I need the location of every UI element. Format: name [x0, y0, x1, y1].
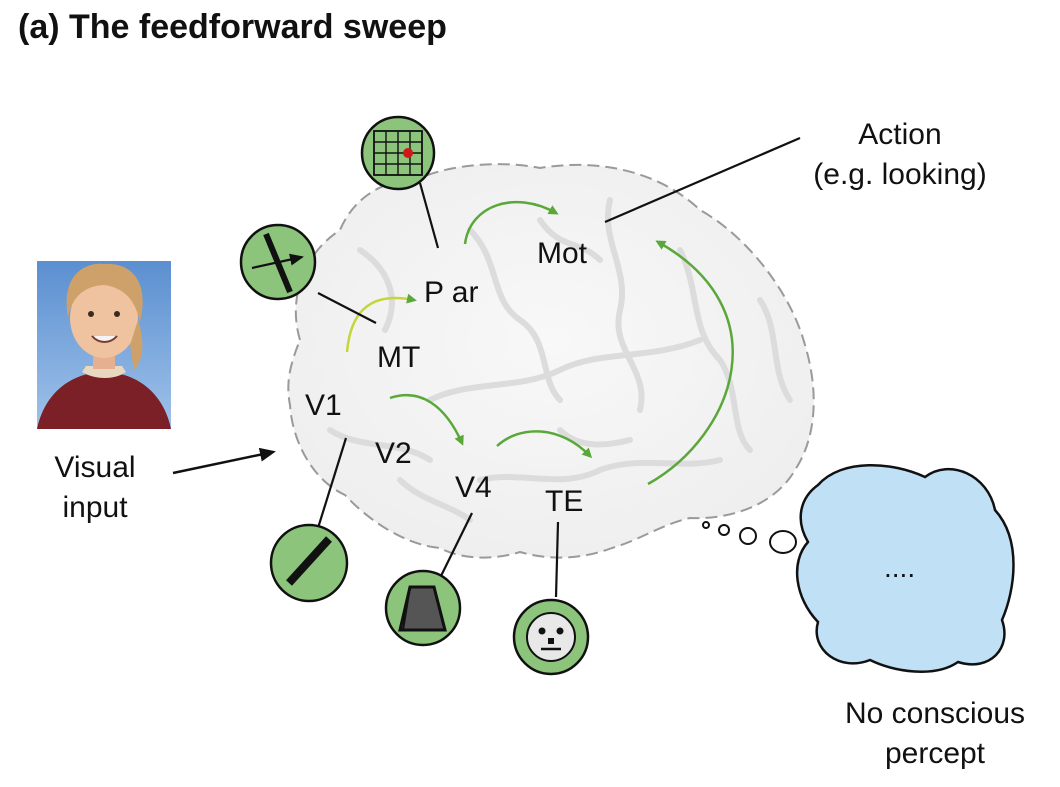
percept-dots: .... [884, 552, 916, 583]
brain-folds [327, 197, 793, 523]
arrow-v1-to-v4 [389, 393, 464, 446]
visual-input-arrow [172, 447, 276, 475]
label-mt: MT [377, 341, 421, 374]
visual-input-label: Visual input [54, 451, 136, 524]
feedforward-arrows [345, 200, 734, 486]
action-label: Action (e.g. looking) [813, 118, 987, 191]
label-v2: V2 [375, 437, 412, 470]
percept-cloud [795, 464, 1015, 673]
label-te: TE [545, 485, 584, 518]
label-par: P ar [424, 276, 479, 309]
trapezoid-shape-icon [384, 569, 462, 647]
oriented-bar-icon [269, 523, 349, 603]
thought-bubbles [702, 521, 797, 554]
face-icon [512, 598, 590, 676]
motion-bar-icon [239, 223, 317, 301]
no-conscious-percept-label: No conscious percept [844, 697, 1026, 770]
action-line [604, 136, 801, 224]
figure-title: (a) The feedforward sweep [18, 8, 447, 46]
arrow-par-to-mot [463, 200, 559, 245]
connector-lines [316, 136, 801, 598]
grid-receptive-field-icon [360, 115, 436, 191]
label-mot: Mot [537, 237, 588, 270]
label-v4: V4 [455, 471, 492, 504]
arrow-te-to-mot [647, 240, 734, 486]
child-photo [37, 261, 171, 429]
arrow-mt-to-par [345, 293, 417, 353]
arrow-v4-to-te [496, 430, 593, 459]
label-v1: V1 [305, 389, 342, 422]
